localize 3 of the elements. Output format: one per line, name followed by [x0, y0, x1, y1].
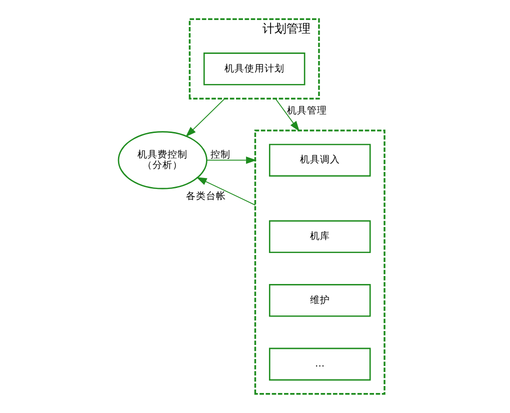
edge-label: 机具管理 — [286, 105, 327, 116]
edge-label: 各类台帐 — [186, 190, 226, 202]
edge-label: 控制 — [210, 149, 231, 160]
